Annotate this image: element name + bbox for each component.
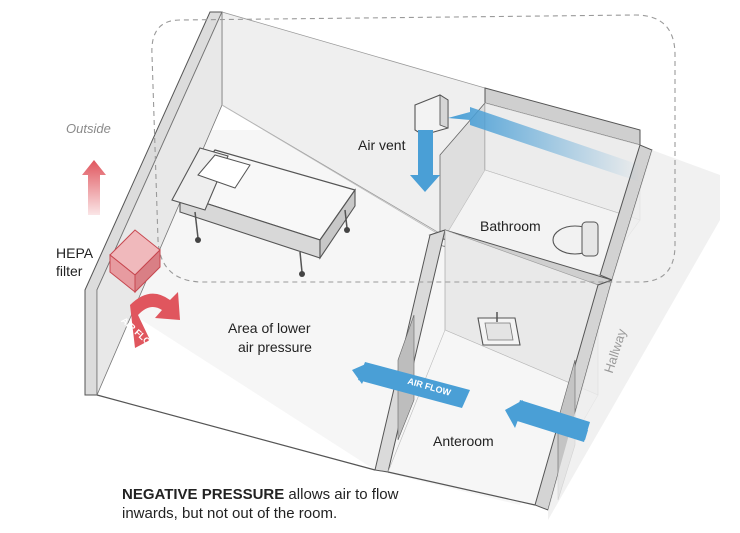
filter-airflow-arrow bbox=[130, 292, 180, 348]
hepa-filter-label-line1: HEPA bbox=[56, 245, 94, 261]
anteroom-label: Anteroom bbox=[433, 433, 494, 449]
bathroom-label: Bathroom bbox=[480, 218, 541, 234]
anteroom-floor-edge bbox=[387, 471, 536, 506]
sink bbox=[477, 312, 521, 346]
caption-rest: allows air to flow inwards, but not out … bbox=[122, 486, 399, 522]
room-inflow-arrow-band bbox=[358, 362, 470, 408]
hepa-filter-label-line2: filter bbox=[56, 263, 83, 279]
exhaust-up-arrow bbox=[82, 160, 106, 215]
area-label-line1: Area of lower bbox=[228, 320, 311, 336]
hallway-inflow-band bbox=[514, 400, 590, 442]
vent-duct-airflow bbox=[448, 107, 640, 182]
hepa-filter bbox=[109, 229, 161, 294]
outside-label: Outside bbox=[66, 121, 111, 136]
bed-pillow bbox=[197, 154, 251, 189]
toilet bbox=[552, 221, 599, 257]
floor-edge bbox=[96, 394, 376, 471]
hospital-bed bbox=[171, 147, 356, 277]
caption-bold: NEGATIVE PRESSURE bbox=[122, 486, 285, 503]
caption: NEGATIVE PRESSURE allows air to flow inw… bbox=[122, 485, 442, 523]
floor-back-edge bbox=[221, 104, 441, 236]
exterior-right-wall bbox=[548, 150, 720, 520]
air-vent-label: Air vent bbox=[358, 137, 406, 153]
vent-down-arrow bbox=[410, 130, 440, 192]
area-label-line2: air pressure bbox=[238, 339, 312, 355]
air-vent-unit bbox=[414, 94, 449, 136]
